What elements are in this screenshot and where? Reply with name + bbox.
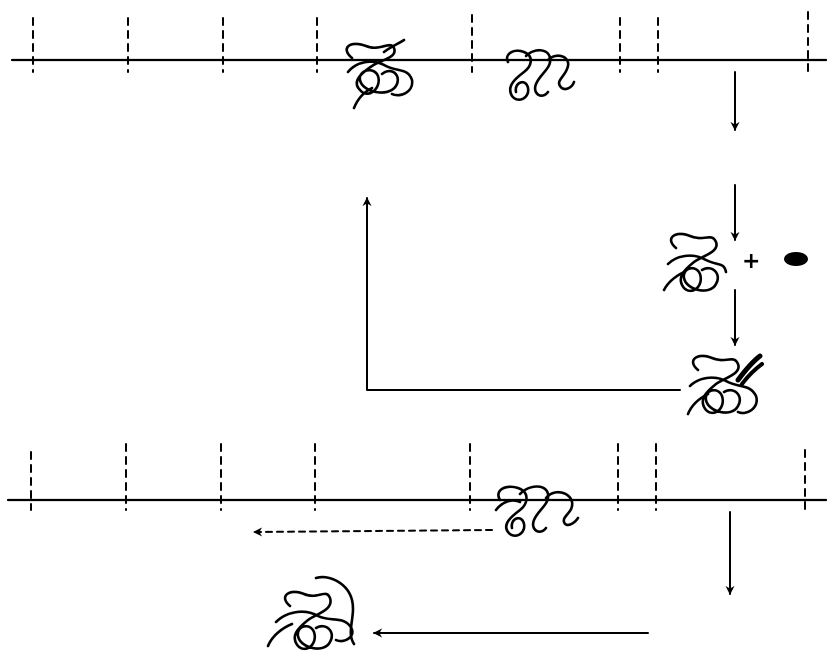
ligand-blob [784, 252, 808, 266]
return-arrow [362, 197, 681, 391]
top-track [10, 11, 827, 73]
dashed-arrow-left [253, 527, 493, 537]
released-molecule [266, 575, 356, 651]
plus-sign: + [742, 249, 760, 274]
top-molecule-right [505, 48, 576, 101]
bottom-track [6, 443, 827, 511]
bound-molecule [686, 353, 764, 416]
middle-molecule [662, 232, 728, 293]
bottom-molecule-track [494, 485, 580, 537]
top-molecule-left [345, 38, 414, 110]
